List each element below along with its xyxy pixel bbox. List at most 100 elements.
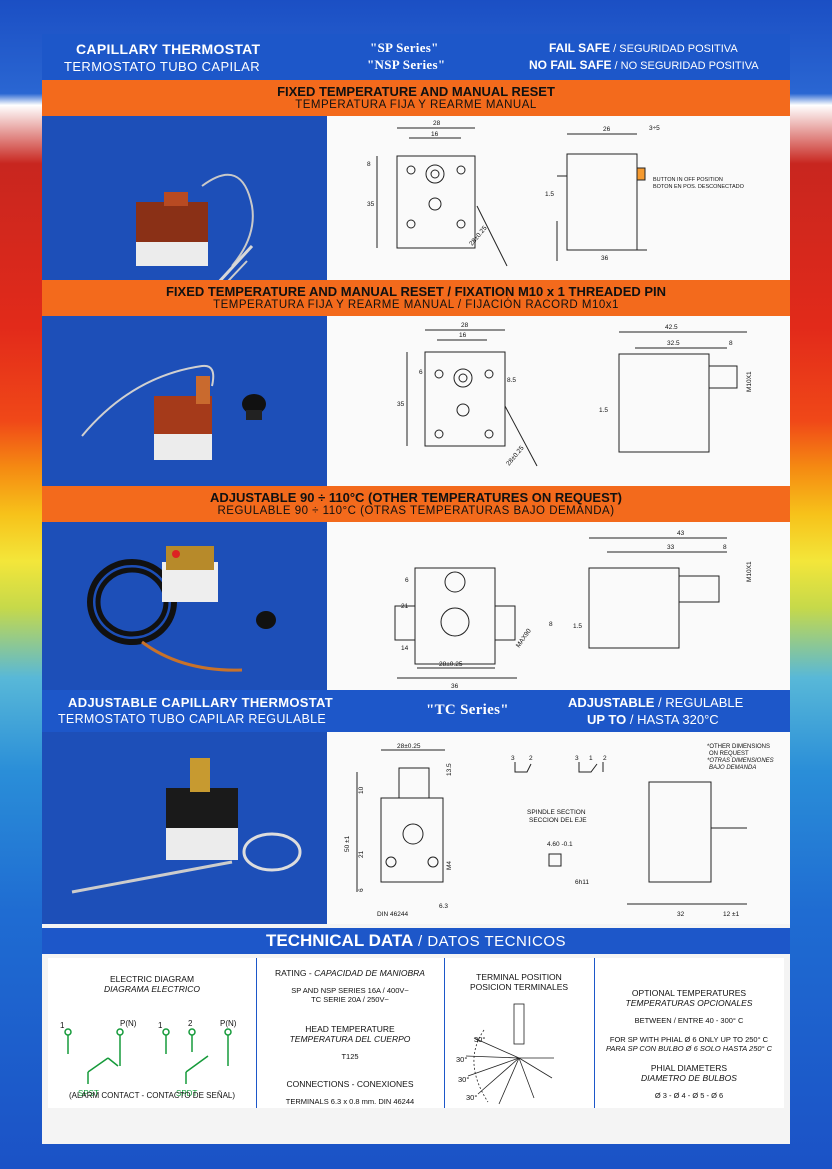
tc-adjustable-es: / REGULABLE (654, 695, 744, 710)
tc-title-en: ADJUSTABLE CAPILLARY THERMOSTAT (68, 695, 333, 710)
rating-cell: RATING - CAPACIDAD DE MANIOBRA SP AND NS… (256, 958, 445, 1108)
drawing-4: 28±0.25 13.5 10 50 ±1 21 6 M4 DIN 46244 … (327, 732, 790, 924)
thermostat-photo-4 (71, 758, 302, 894)
diag-pnb: P(N) (220, 1019, 237, 1028)
optional-cell: OPTIONAL TEMPERATURES TEMPERATURAS OPCIO… (594, 958, 784, 1108)
section-1-title-en: FIXED TEMPERATURE AND MANUAL RESET (277, 84, 555, 99)
diameters-value: Ø 3 - Ø 4 - Ø 5 - Ø 6 (654, 1091, 724, 1100)
rating-title-en: RATING - (275, 968, 315, 978)
tc-term-1: 1 (589, 755, 593, 762)
rating-value-1: SP AND NSP SERIES 16A / 400V~ (291, 986, 409, 995)
alarm-contact: (ALARM CONTACT - CONTACTO DE SEÑAL) (68, 1091, 236, 1100)
dim2-diag: 28±0.25 (505, 445, 526, 468)
tc-term-2b: 2 (603, 755, 607, 762)
product-photo-4 (42, 732, 327, 924)
dim3-max: MAX90 (515, 627, 533, 649)
tech-data-panel: ELECTRIC DIAGRAM DIAGRAMA ELECTRICO 1 (48, 958, 784, 1108)
dim2-28: 28 (461, 322, 469, 329)
diameters-title-es: DIAMETRO DE BULBOS (641, 1073, 737, 1083)
head-value: T125 (341, 1052, 359, 1061)
tc-upto-label: UP TO (587, 712, 627, 727)
dim3-6: 6 (405, 577, 409, 584)
tc-other-en-1: *OTHER DIMENSIONS (707, 744, 770, 750)
dim2-m10: M10X1 (746, 371, 753, 392)
optional-between: BETWEEN / ENTRE 40 - 300° C (634, 1016, 744, 1025)
head-title-en: HEAD TEMPERATURE (305, 1024, 395, 1034)
header-title-es: TERMOSTATO TUBO CAPILAR (64, 59, 261, 74)
diameters-title-en: PHIAL DIAMETERS (650, 1063, 728, 1073)
fail-safe-es: / SEGURIDAD POSITIVA (610, 43, 738, 55)
product-photo-2 (42, 316, 327, 486)
section-2-bar: FIXED TEMPERATURE AND MANUAL RESET / FIX… (42, 280, 790, 316)
tech-data-bar: TECHNICAL DATA / DATOS TECNICOS (42, 928, 790, 954)
dim3-1-5: 1.5 (573, 623, 582, 630)
terminal-title-es: POSICION TERMINALES (469, 982, 569, 992)
dim3-21: 21 (401, 603, 409, 610)
tc-dim-6-3: 6.3 (439, 903, 448, 910)
tc-adjustable-label: ADJUSTABLE (568, 695, 655, 710)
head-title-es: TEMPERATURA DEL CUERPO (289, 1034, 411, 1044)
rating-title: RATING - CAPACIDAD DE MANIOBRA (256, 968, 444, 978)
dim2-16: 16 (459, 332, 467, 339)
section-1-title-es: TEMPERATURA FIJA Y REARME MANUAL (295, 99, 537, 111)
tc-dim-6: 6 (358, 888, 365, 892)
catalog-page: CAPILLARY THERMOSTAT TERMOSTATO TUBO CAP… (42, 34, 790, 1144)
thermostat-photo-3 (87, 546, 276, 672)
thermostat-photo-2 (81, 364, 266, 460)
tc-dim-13-5: 13.5 (446, 763, 453, 776)
diag-pn: P(N) (120, 1019, 137, 1028)
dim3-m10: M10X1 (746, 561, 753, 582)
dim2-42-5: 42.5 (665, 324, 678, 331)
tc-term-3a: 3 (511, 755, 515, 762)
header-bar: CAPILLARY THERMOSTAT TERMOSTATO TUBO CAP… (42, 34, 790, 80)
tc-spindle-en: SPINDLE SECTION (527, 809, 586, 816)
tc-dim-12: 12 ±1 (723, 911, 740, 918)
section-1-bar: FIXED TEMPERATURE AND MANUAL RESET TEMPE… (42, 80, 790, 116)
connections-value: TERMINALS 6.3 x 0.8 mm. DIN 46244 (285, 1097, 415, 1106)
tc-other-es-1: *OTRAS DIMENSIONES (707, 758, 774, 764)
dim2-6: 6 (419, 369, 423, 376)
technical-drawing-1: 28 16 8 35 28±0.25 26 3÷5 1.5 36 BUTTON … (367, 120, 745, 267)
dim2-8-5: 8.5 (507, 377, 516, 384)
tc-dim-m4: M4 (446, 861, 453, 870)
dim1-36: 36 (601, 255, 609, 262)
thermostat-photo-1 (136, 173, 254, 280)
tc-dim-50: 50 ±1 (344, 835, 351, 852)
tc-header-bar: ADJUSTABLE CAPILLARY THERMOSTAT TERMOSTA… (42, 690, 790, 732)
electric-diagram-cell: ELECTRIC DIAGRAM DIAGRAMA ELECTRICO 1 (48, 958, 257, 1108)
product-photo-3 (42, 522, 327, 690)
section-2-title-en: FIXED TEMPERATURE AND MANUAL RESET / FIX… (165, 284, 667, 299)
tc-adjustable: ADJUSTABLE / REGULABLE (568, 695, 743, 710)
section-3-title-es: REGULABLE 90 ÷ 110°C (OTRAS TEMPERATURAS… (217, 505, 615, 517)
tc-other-es-2: BAJO DEMANDA (709, 765, 756, 771)
tc-upto-es: / HASTA 320°C (626, 712, 719, 727)
dim3-36: 36 (451, 683, 459, 690)
electric-diagram-svg: 1 P(N) 1 2 P(N) SPST SPDT (60, 1019, 237, 1098)
dim1-1-5: 1.5 (545, 191, 554, 198)
section-3-title-en: ADJUSTABLE 90 ÷ 110°C (OTHER TEMPERATURE… (209, 490, 623, 505)
electric-title-en: ELECTRIC DIAGRAM (109, 974, 195, 984)
header-series-nsp: "NSP Series" (367, 57, 446, 72)
tc-spindle-4-6: 4.60 -0.1 (547, 841, 573, 848)
tc-other-en-2: ON REQUEST (709, 751, 749, 757)
connections-title: CONNECTIONS - CONEXIONES (286, 1079, 414, 1089)
angle-30-c: 30° (458, 1075, 469, 1084)
dim1-8: 8 (367, 161, 371, 168)
dim2-1-5: 1.5 (599, 407, 608, 414)
dim3-8: 8 (549, 621, 553, 628)
tc-dim-10: 10 (358, 786, 365, 794)
dim3-8b: 8 (723, 544, 727, 551)
dim3-43: 43 (677, 530, 685, 537)
dim1-note-es: BOTON EN POS. DESCONECTADO (653, 184, 745, 190)
diag-p2: 2 (188, 1019, 193, 1028)
no-fail-safe-label: NO FAIL SAFE (529, 58, 612, 72)
tc-title-es: TERMOSTATO TUBO CAPILAR REGULABLE (58, 712, 327, 726)
drawing-1: 28 16 8 35 28±0.25 26 3÷5 1.5 36 BUTTON … (327, 116, 790, 280)
terminal-cell: TERMINAL POSITION POSICION TERMINALES 30 (444, 958, 595, 1108)
optional-title-en: OPTIONAL TEMPERATURES (631, 988, 747, 998)
dim2-8: 8 (729, 340, 733, 347)
terminal-title-en: TERMINAL POSITION (476, 972, 562, 982)
tc-spindle-es: SECCION DEL EJE (529, 817, 587, 824)
tech-data-title-es: / DATOS TECNICOS (413, 933, 567, 950)
angle-30-a: 30° (474, 1035, 485, 1044)
